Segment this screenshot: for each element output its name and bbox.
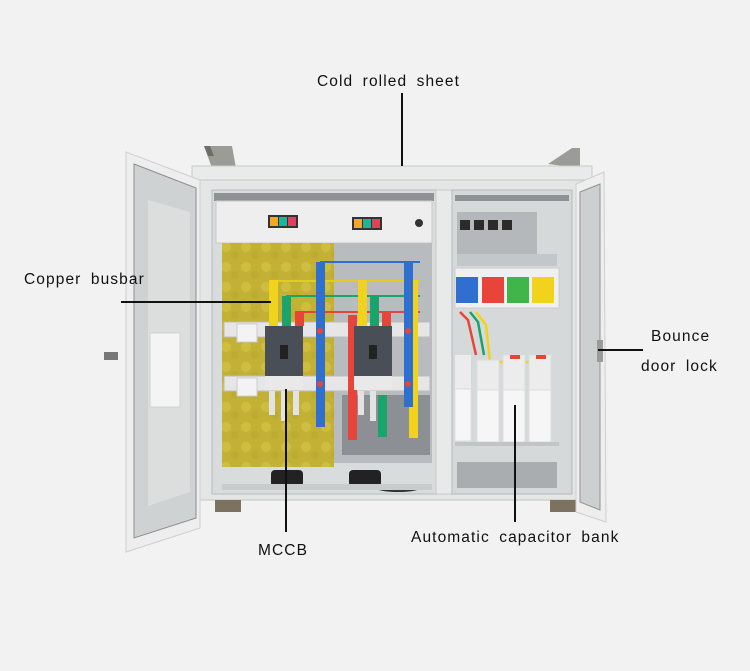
mccb-breaker-2 bbox=[354, 326, 392, 421]
label-bounce-door-lock-1: Bounce bbox=[651, 328, 711, 345]
indicator-lights-2 bbox=[352, 217, 382, 230]
busbar-green-2 bbox=[370, 296, 379, 326]
current-transformer-2 bbox=[349, 470, 381, 487]
lifting-bracket-left bbox=[204, 146, 236, 168]
leader-capacitor-bank bbox=[514, 405, 516, 522]
busbar-red-2b bbox=[382, 311, 391, 326]
capacitor-unit-1 bbox=[454, 355, 472, 442]
label-mccb: MCCB bbox=[258, 542, 309, 559]
busbar-blue-1 bbox=[316, 262, 325, 427]
right-door-open bbox=[575, 171, 607, 523]
capacitor-controller bbox=[457, 212, 537, 254]
label-cold-rolled-sheet: Cold rolled sheet bbox=[317, 73, 461, 90]
leader-copper-busbar bbox=[121, 301, 271, 303]
current-transformer-1 bbox=[271, 470, 303, 487]
document-pocket bbox=[149, 332, 181, 408]
label-automatic-capacitor-bank: Automatic capacitor bank bbox=[411, 529, 620, 546]
busbar-red-2 bbox=[348, 315, 357, 440]
selector-knob bbox=[415, 219, 423, 227]
fuse-block-green bbox=[507, 277, 529, 303]
capacitor-unit-4 bbox=[528, 354, 552, 443]
leader-bounce-door-lock bbox=[598, 349, 643, 351]
fuse-block-yellow bbox=[532, 277, 554, 303]
fuse-block-red bbox=[482, 277, 504, 303]
cabinet-top-sheet bbox=[191, 165, 593, 181]
mccb-breaker-1 bbox=[265, 326, 303, 421]
busbar-green-2b bbox=[378, 395, 387, 437]
instrument-panel bbox=[215, 200, 433, 244]
leader-cold-rolled-sheet bbox=[401, 93, 403, 166]
cabinet-foot-left bbox=[215, 500, 241, 512]
busbar-red-1 bbox=[295, 311, 304, 326]
label-copper-busbar: Copper busbar bbox=[24, 271, 145, 288]
busbar-yellow-2b bbox=[409, 280, 418, 438]
leader-mccb bbox=[285, 389, 287, 532]
busbar-yellow-2 bbox=[358, 280, 367, 326]
right-compartment bbox=[451, 189, 573, 495]
door-lock-latch bbox=[597, 340, 603, 362]
indicator-lights-1 bbox=[268, 215, 298, 228]
busbar-yellow-1 bbox=[269, 280, 278, 326]
left-compartment bbox=[211, 189, 437, 495]
label-bounce-door-lock-2: door lock bbox=[641, 358, 718, 375]
left-door-open bbox=[104, 151, 201, 553]
cabinet-foot-right bbox=[550, 500, 576, 512]
busbar-green-1 bbox=[282, 296, 291, 326]
fuse-block-blue bbox=[456, 277, 478, 303]
capacitor-unit-2 bbox=[476, 359, 500, 443]
lifting-bracket-right bbox=[548, 148, 580, 168]
